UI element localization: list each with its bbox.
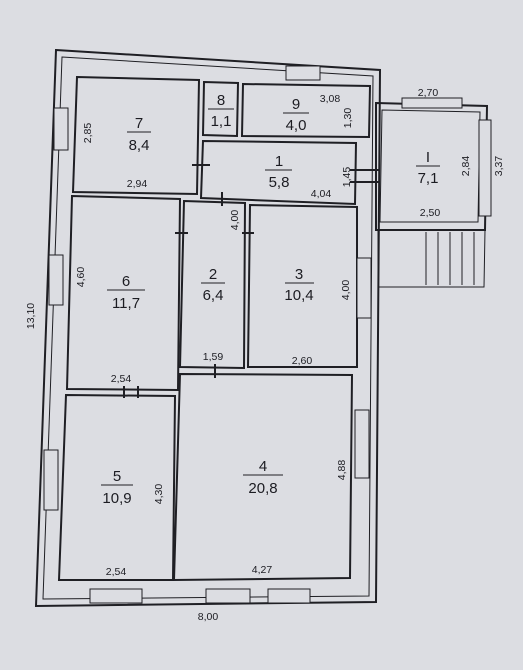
room-5-area: 10,9 bbox=[102, 490, 131, 507]
window bbox=[89, 588, 143, 604]
room-7-outline bbox=[71, 75, 201, 196]
room-6-area: 11,7 bbox=[112, 295, 140, 312]
window bbox=[285, 65, 321, 81]
window bbox=[53, 107, 69, 151]
room-2-outline bbox=[178, 199, 247, 370]
room-7-number: 7 bbox=[135, 115, 143, 132]
room-4-outline bbox=[172, 372, 354, 582]
dim-label: 1,59 bbox=[203, 351, 224, 363]
window bbox=[48, 254, 64, 306]
annex-I-number: I bbox=[426, 149, 430, 166]
dim-label: 2,54 bbox=[106, 566, 127, 578]
window bbox=[478, 119, 492, 217]
dim-label: 2,94 bbox=[127, 178, 148, 190]
room-4-area: 20,8 bbox=[248, 480, 277, 497]
inner-outline bbox=[42, 56, 374, 600]
room-3-area: 10,4 bbox=[284, 287, 313, 304]
dim-label: 13,10 bbox=[25, 303, 37, 329]
dim-label: 2,54 bbox=[111, 373, 132, 385]
dim-label: 4,88 bbox=[336, 460, 348, 481]
annex-I-area: 7,1 bbox=[418, 170, 439, 187]
room-7-area: 8,4 bbox=[129, 137, 150, 154]
window bbox=[354, 409, 370, 479]
room-9-area: 4,0 bbox=[286, 117, 307, 134]
room-6-outline bbox=[65, 194, 182, 392]
window bbox=[205, 588, 251, 604]
room-1-number: 1 bbox=[275, 153, 283, 170]
dim-label: 3,08 bbox=[320, 93, 341, 105]
dim-label: 2,50 bbox=[420, 207, 441, 219]
room-9-number: 9 bbox=[292, 96, 300, 113]
room-1-outline bbox=[199, 139, 358, 206]
room-3-number: 3 bbox=[295, 266, 303, 283]
window bbox=[401, 97, 463, 109]
dim-label: 3,37 bbox=[493, 156, 505, 177]
dim-label: 2,84 bbox=[460, 156, 472, 177]
dim-label: 1,30 bbox=[342, 108, 354, 129]
dim-label: 4,00 bbox=[340, 280, 352, 301]
dim-label: 2,85 bbox=[82, 123, 94, 144]
dim-label: 4,04 bbox=[311, 188, 332, 200]
room-3-outline bbox=[246, 203, 358, 368]
room-4-number: 4 bbox=[259, 458, 267, 475]
room-2-area: 6,4 bbox=[203, 287, 224, 304]
annex-I-inner bbox=[379, 109, 481, 223]
dim-label: 1,45 bbox=[341, 167, 353, 188]
dim-label: 2,70 bbox=[418, 87, 439, 99]
room-6-number: 6 bbox=[122, 273, 130, 290]
outer-wall bbox=[34, 48, 382, 608]
dim-label: 2,60 bbox=[292, 355, 313, 367]
window bbox=[43, 449, 59, 511]
dim-label: 4,27 bbox=[252, 564, 273, 576]
room-8-number: 8 bbox=[217, 92, 225, 109]
room-2-number: 2 bbox=[209, 266, 217, 283]
room-8-outline bbox=[201, 80, 240, 138]
dim-label: 4,00 bbox=[229, 210, 241, 231]
room-1-area: 5,8 bbox=[269, 174, 290, 191]
dim-label: 4,30 bbox=[153, 484, 165, 505]
porch-outline bbox=[377, 229, 486, 288]
room-5-number: 5 bbox=[113, 468, 121, 485]
window bbox=[356, 257, 372, 319]
room-8-area: 1,1 bbox=[211, 113, 232, 130]
dim-label: 4,60 bbox=[75, 267, 87, 288]
dim-label: 8,00 bbox=[198, 611, 219, 623]
room-9-outline bbox=[240, 82, 372, 139]
window bbox=[267, 588, 311, 604]
